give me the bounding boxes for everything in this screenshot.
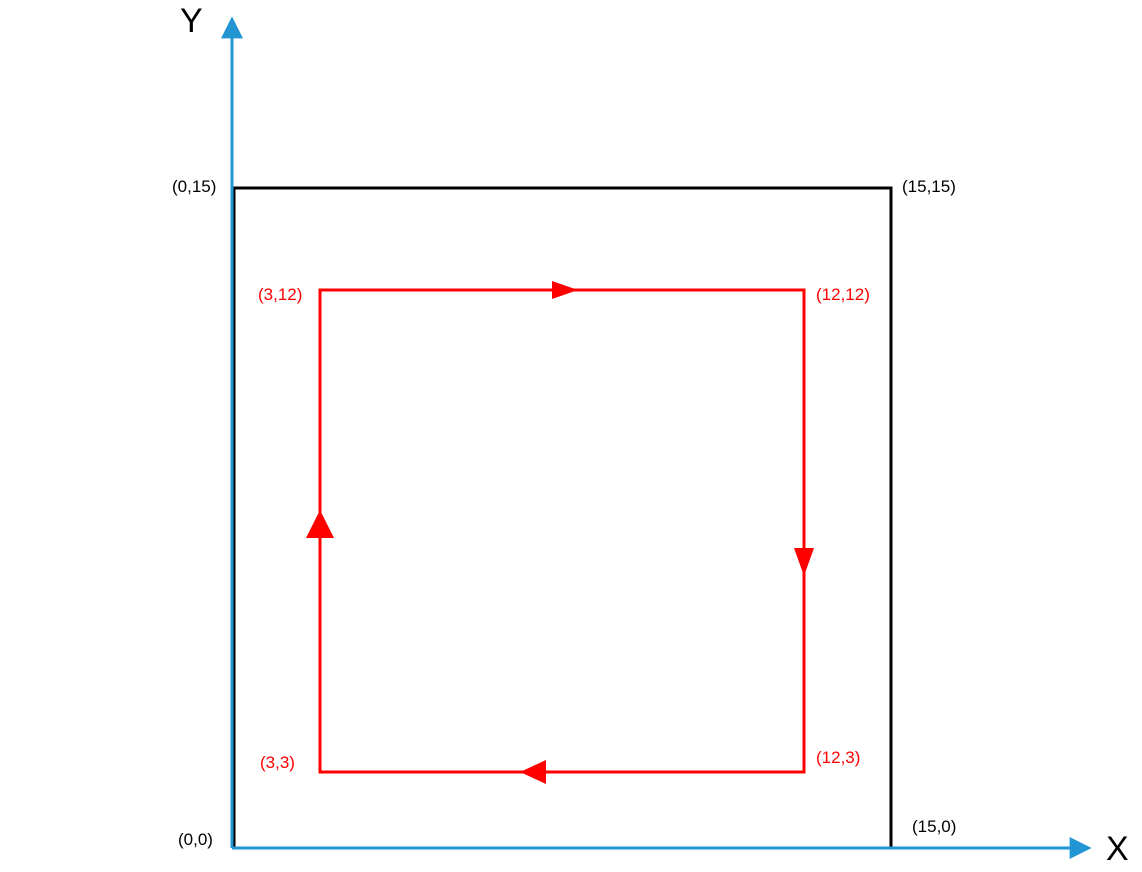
arrow-up — [306, 510, 334, 538]
corner-label-bottom-right: (15,0) — [912, 817, 956, 836]
arrow-right — [552, 281, 578, 299]
x-axis-title: X — [1106, 830, 1129, 868]
corner-label-top-right: (15,15) — [902, 177, 956, 196]
corner-label-top-left: (0,15) — [172, 177, 216, 196]
path-label-bottom-left: (3,3) — [260, 753, 295, 772]
path-label-bottom-right: (12,3) — [816, 748, 860, 767]
corner-label-origin: (0,0) — [178, 830, 213, 849]
y-axis-title: Y — [180, 2, 203, 40]
red-path-square — [318, 288, 806, 774]
arrow-left — [520, 760, 546, 784]
arrow-down — [794, 548, 814, 576]
path-label-top-right: (12,12) — [816, 285, 870, 304]
path-label-top-left: (3,12) — [258, 285, 302, 304]
